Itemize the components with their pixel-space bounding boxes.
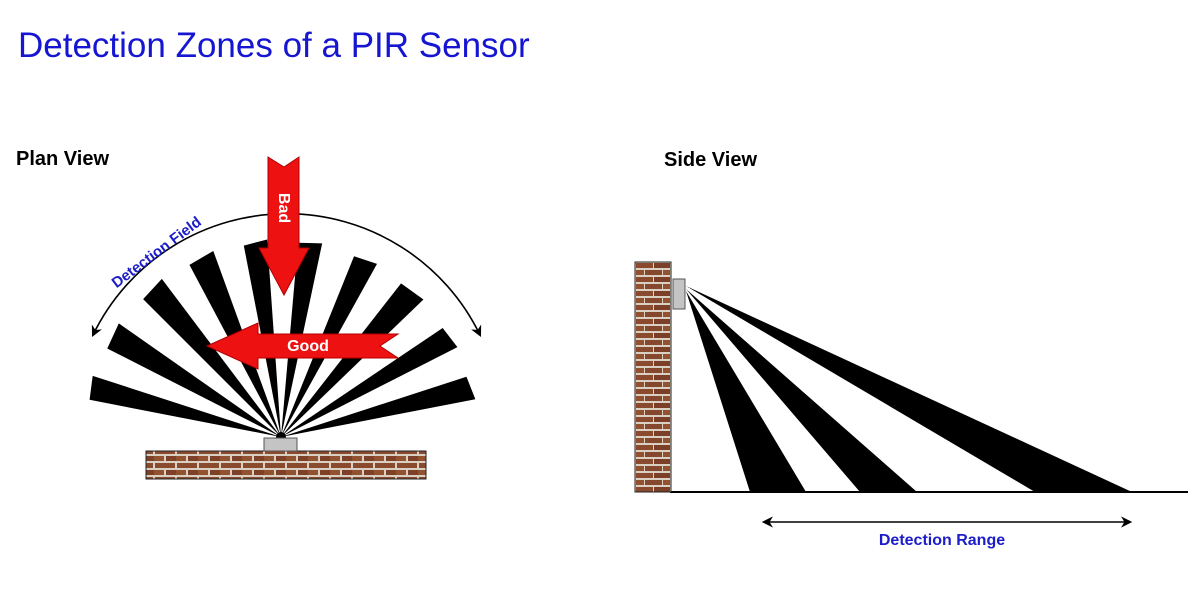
side-brick-wall: [634, 261, 672, 493]
good-arrow: [205, 322, 400, 370]
side-sensor: [672, 278, 686, 310]
side-beam-far: [686, 286, 1132, 492]
plan-beam-3: [143, 278, 281, 437]
page-title: Detection Zones of a PIR Sensor: [18, 26, 530, 65]
plan-view: Bad Good Detection Field: [89, 156, 482, 480]
good-label: Good: [287, 338, 329, 355]
side-view: Detection Range: [634, 261, 1188, 549]
plan-beam-10: [281, 376, 476, 437]
detection-field-label: Detection Field: [109, 213, 205, 291]
side-view-label: Side View: [664, 149, 758, 171]
side-beam-near: [686, 291, 806, 492]
plan-beam-2: [107, 323, 282, 437]
plan-beam-1: [89, 375, 281, 437]
plan-beam-9: [281, 327, 458, 437]
plan-beam-8: [281, 283, 424, 437]
bad-label: Bad: [275, 193, 292, 223]
plan-sensor: [263, 437, 298, 452]
side-beam-mid: [686, 289, 917, 492]
plan-view-label: Plan View: [16, 148, 110, 170]
plan-brick-wall: [145, 450, 427, 480]
detection-range-label: Detection Range: [879, 532, 1005, 549]
bad-arrow: [258, 156, 310, 297]
